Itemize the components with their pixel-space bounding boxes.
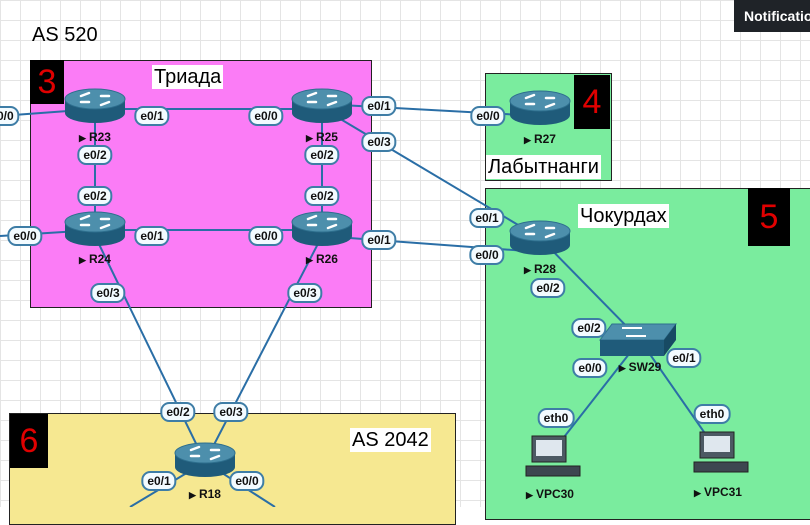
pc-icon-vpc31[interactable]: [693, 431, 749, 473]
port-label: e0/2: [571, 318, 607, 338]
link-line: [321, 103, 541, 117]
port-label: e0/0: [229, 471, 265, 491]
router-icon-r23[interactable]: [64, 88, 126, 123]
chokurdakh-label: Чокурдах: [578, 204, 669, 228]
port-label: e0/2: [304, 186, 340, 206]
device-label-r27: ▶R27: [524, 132, 556, 146]
port-label: e0/1: [134, 106, 170, 126]
port-label: e0/0: [572, 358, 608, 378]
router-icon-r27[interactable]: [509, 90, 571, 125]
port-label: e0/1: [141, 471, 177, 491]
switch-icon-sw29[interactable]: [599, 323, 677, 356]
router-icon-r24[interactable]: [64, 211, 126, 246]
device-label-r25: ▶R25: [306, 130, 338, 144]
device-label-r18: ▶R18: [189, 487, 221, 501]
port-label: e0/3: [90, 283, 126, 303]
port-label: e0/2: [530, 278, 566, 298]
port-label: e0/0: [248, 106, 284, 126]
port-label: e0/0: [248, 226, 284, 246]
labytnangi-label: Лабытнанги: [486, 155, 601, 179]
links-layer: [0, 88, 749, 507]
zone-number-badge: 5: [748, 188, 790, 246]
device-label-vpc31: ▶VPC31: [694, 485, 742, 499]
port-label: e0/1: [666, 348, 702, 368]
router-icon-r25[interactable]: [291, 88, 353, 123]
triada-label: Триада: [152, 65, 224, 89]
port-label: e0/2: [77, 145, 113, 165]
port-label: e0/0: [470, 106, 506, 126]
zone-number-badge: 6: [10, 414, 48, 468]
router-icon-r26[interactable]: [291, 211, 353, 246]
zone-number-badge: 3: [30, 60, 64, 104]
as2042-label: AS 2042: [350, 428, 431, 452]
as520-label: AS 520: [32, 24, 98, 46]
port-label: e0/0: [469, 245, 505, 265]
device-label-vpc30: ▶VPC30: [526, 487, 574, 501]
pc-icon-vpc30[interactable]: [525, 435, 581, 477]
link-line: [94, 235, 206, 463]
port-label: e0/2: [77, 186, 113, 206]
device-label-r24: ▶R24: [79, 252, 111, 266]
port-label: e0/1: [134, 226, 170, 246]
link-line: [204, 235, 323, 463]
notifications-button[interactable]: Notifications: [734, 0, 810, 32]
device-label-r26: ▶R26: [306, 252, 338, 266]
port-label: e0/2: [304, 145, 340, 165]
port-label: e0/3: [287, 283, 323, 303]
port-label: e0/1: [361, 230, 397, 250]
port-label: eth0: [537, 408, 575, 428]
link-line: [539, 237, 641, 341]
port-label: eth0: [693, 404, 731, 424]
router-icon-r18[interactable]: [174, 442, 236, 477]
device-label-r28: ▶R28: [524, 262, 556, 276]
zone-number-badge: 4: [574, 75, 610, 129]
port-label: e0/3: [361, 132, 397, 152]
device-label-sw29: ▶SW29: [618, 360, 662, 374]
device-label-r23: ▶R23: [79, 130, 111, 144]
port-label: e0/3: [213, 402, 249, 422]
port-label: e0/2: [160, 402, 196, 422]
port-label: e0/0: [7, 226, 43, 246]
router-icon-r28[interactable]: [509, 220, 571, 255]
port-label: e0/0: [0, 106, 20, 126]
port-label: e0/1: [469, 208, 505, 228]
port-label: e0/1: [361, 96, 397, 116]
link-line: [321, 235, 541, 253]
